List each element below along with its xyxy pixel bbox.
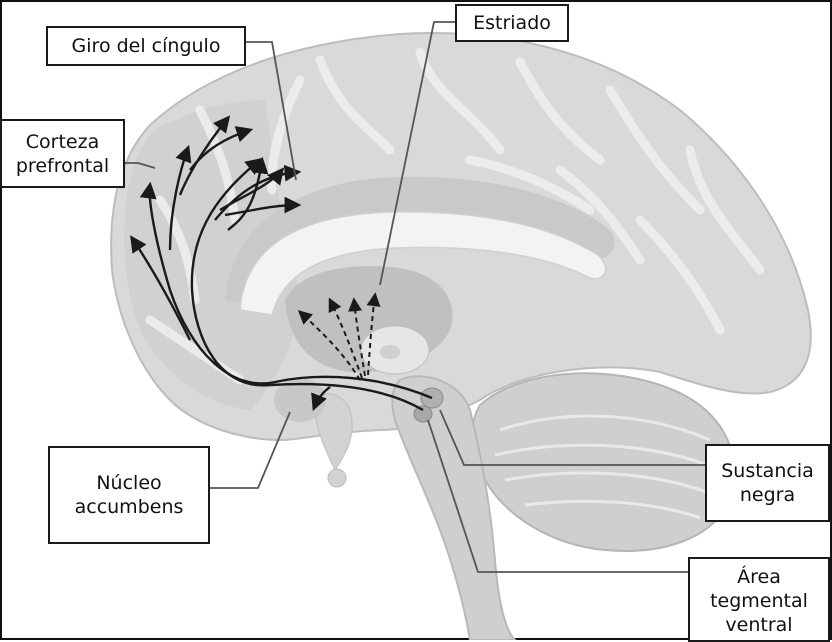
label-ventral-tegmental-area: Área tegmental ventral: [688, 557, 830, 642]
label-substantia-nigra: Sustancia negra: [705, 444, 830, 522]
vta-shape: [414, 406, 432, 422]
label-prefrontal-cortex: Corteza prefrontal: [0, 119, 125, 188]
label-striatum: Estriado: [455, 4, 569, 42]
label-cingulate-gyrus: Giro del cíngulo: [46, 26, 246, 66]
label-nucleus-accumbens: Núcleo accumbens: [48, 446, 210, 544]
